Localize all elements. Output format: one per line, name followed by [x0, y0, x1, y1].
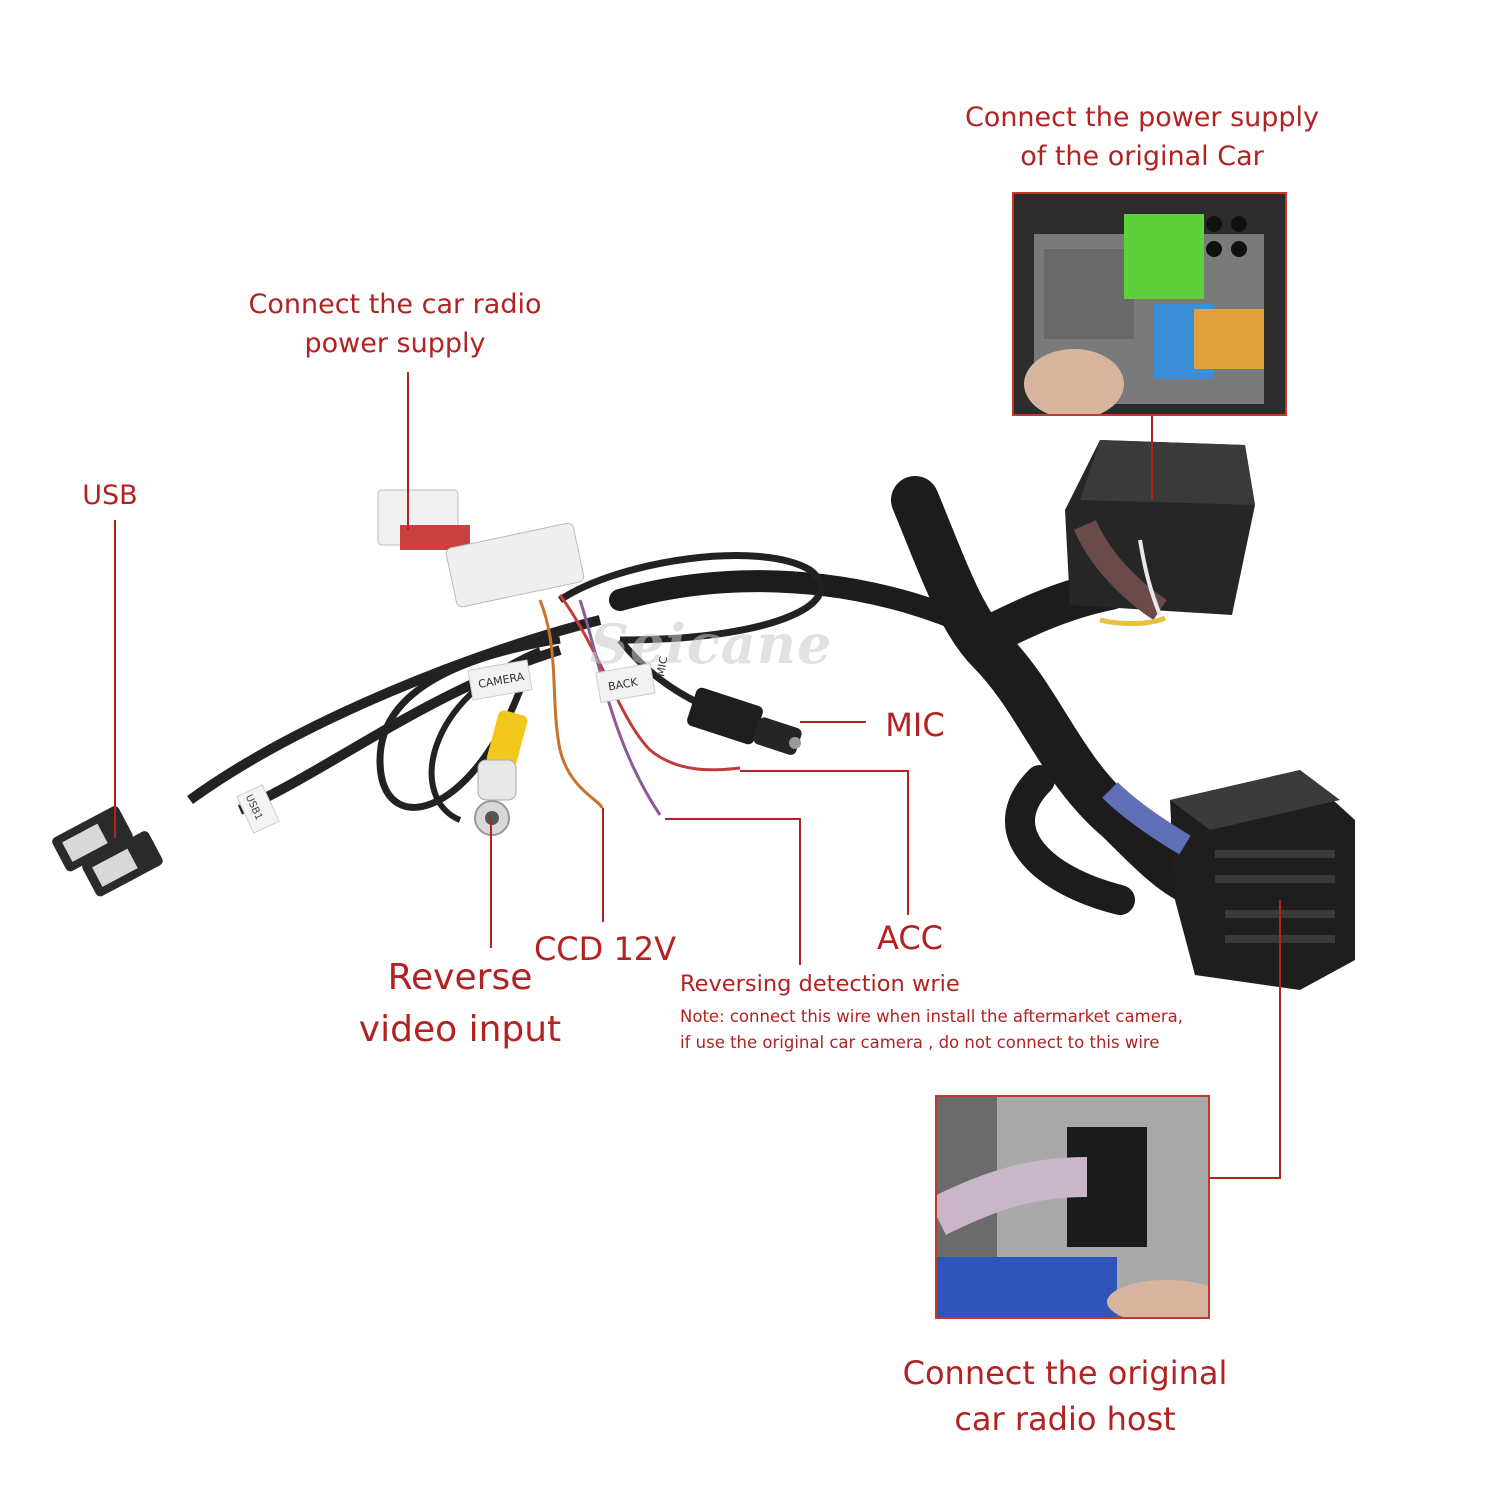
label-ccd: CCD 12V [533, 930, 677, 968]
usb-plug-2 [82, 831, 163, 897]
label-mic: MIC [885, 706, 945, 744]
mic-jack [687, 687, 802, 755]
label-power-original-car-line1: Connect the power supply [964, 102, 1320, 133]
note-line-2: if use the original car camera , do not … [680, 1033, 1160, 1052]
label-reversing-detection: Reversing detection wrie [680, 971, 960, 997]
radio-power-wires [400, 525, 470, 550]
cable-usb-1 [187, 615, 602, 805]
cable-loop-1 [558, 552, 825, 644]
label-usb: USB [82, 480, 138, 511]
leader-radio-host [1208, 900, 1281, 1179]
note-line-1: Note: connect this wire when install the… [680, 1007, 1183, 1026]
label-original-host: Connect the original car radio host [880, 1350, 1250, 1443]
back-tag [595, 662, 656, 704]
usb-plug-1 [52, 806, 133, 872]
radio-host-connector [1102, 770, 1355, 990]
label-original-host-line1: Connect the original [902, 1354, 1228, 1392]
photo-radio-host-connection [935, 1095, 1210, 1319]
main-harness-trunk [891, 476, 1214, 904]
wire-red [558, 594, 741, 772]
photo-original-car-connector [1012, 192, 1287, 416]
camera-tag [467, 659, 533, 701]
label-power-original-car: Connect the power supply of the original… [952, 98, 1332, 176]
harness-lower-loop [1005, 765, 1135, 915]
watermark: Seicane [590, 612, 833, 676]
label-radio-power: Connect the car radio power supply [220, 285, 570, 363]
usb-tag [236, 784, 280, 834]
rca-plug [474, 710, 528, 836]
wire-purple [578, 599, 662, 816]
label-reverse-video-line1: Reverse [387, 957, 533, 998]
label-acc: ACC [876, 919, 943, 957]
label-reverse-video-line2: video input [358, 1009, 562, 1051]
note-block: Note: connect this wire when install the… [680, 1004, 1183, 1056]
label-reverse-video: Reverse video input [330, 952, 590, 1056]
label-power-original-car-line2: of the original Car [1020, 141, 1264, 173]
label-radio-power-line1: Connect the car radio [248, 289, 542, 320]
label-sleeve [445, 522, 585, 608]
cable-loop-2 [376, 636, 561, 811]
leader-reversing-detection [665, 818, 801, 965]
leader-acc [740, 770, 909, 915]
label-original-host-line2: car radio host [954, 1400, 1176, 1439]
label-radio-power-line2: power supply [304, 328, 486, 360]
wire-orange [538, 599, 604, 809]
car-power-connector [1065, 440, 1255, 627]
